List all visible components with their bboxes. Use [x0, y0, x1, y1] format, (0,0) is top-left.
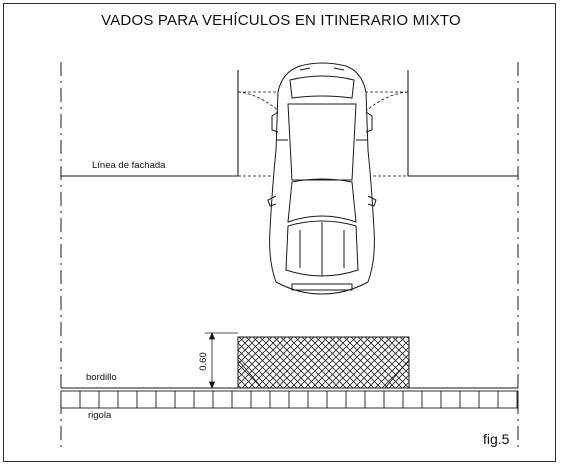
facade-line-label: Línea de fachada	[92, 160, 166, 171]
gutter-label: rigola	[88, 410, 112, 421]
ramp-side-slopes	[237, 359, 410, 389]
car-top-view	[267, 62, 377, 295]
curb-label: bordillo	[86, 372, 117, 383]
figure-frame	[3, 3, 556, 462]
gutter-band	[60, 390, 519, 409]
dimension-label: 0.60	[197, 352, 209, 371]
dimension-line	[205, 331, 238, 390]
figure-number: fig.5	[483, 431, 510, 447]
diagram-title: VADOS PARA VEHÍCULOS EN ITINERARIO MIXTO	[101, 12, 461, 29]
hatched-ramp	[237, 336, 410, 389]
